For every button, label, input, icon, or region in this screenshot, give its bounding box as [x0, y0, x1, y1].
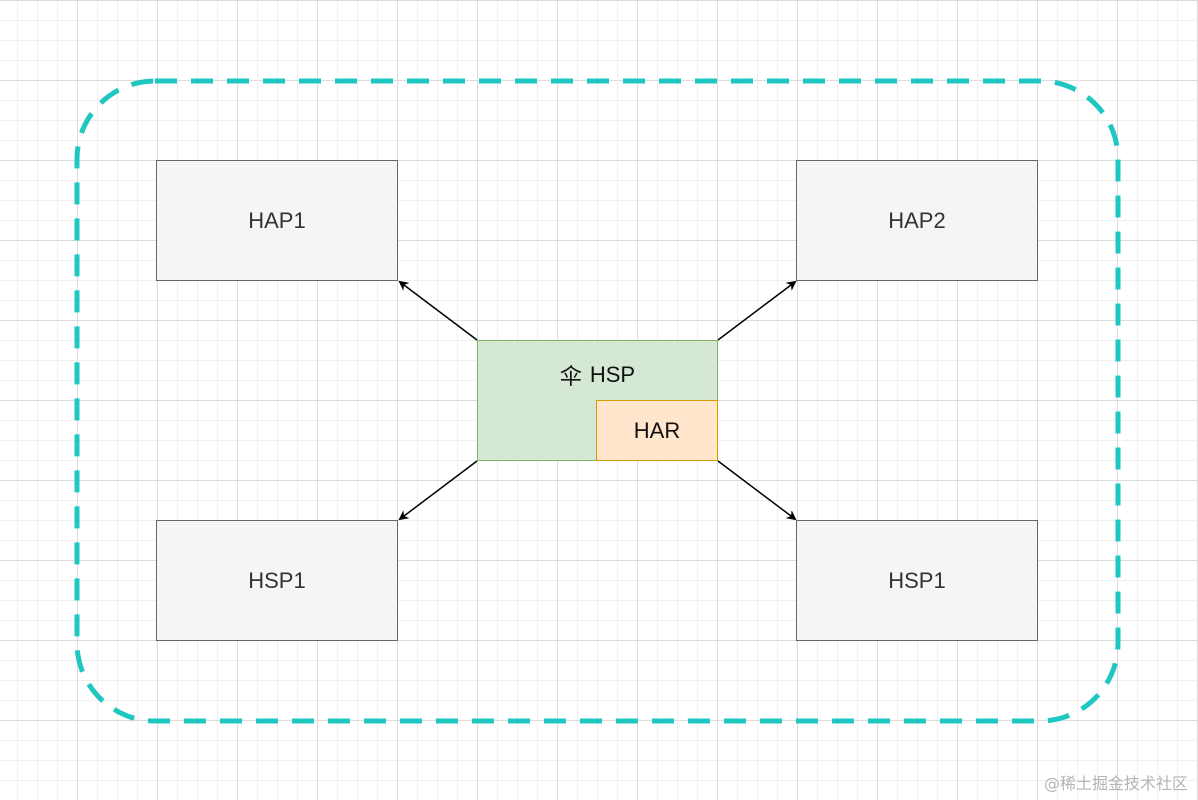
node-hap2[interactable]: HAP2	[796, 160, 1038, 281]
node-hap2-label: HAP2	[888, 207, 946, 233]
node-hsp1-left-label: HSP1	[248, 567, 306, 593]
node-har[interactable]: HAR	[596, 400, 718, 461]
node-hsp1-right-label: HSP1	[888, 567, 946, 593]
node-hap1-label: HAP1	[248, 207, 306, 233]
node-hsp-label: HSP	[589, 362, 636, 387]
node-hap1[interactable]: HAP1	[156, 160, 398, 281]
dashed-boundary	[74, 78, 1121, 724]
arrow-hsp-to-hsp1-right	[717, 460, 797, 521]
arrow-hsp-to-hap2	[717, 280, 797, 341]
arrow-hsp-to-hap1	[398, 280, 478, 341]
node-hsp1-right[interactable]: HSP1	[796, 520, 1038, 641]
arrow-hsp-to-hsp1-left	[398, 460, 478, 521]
node-hsp1-left[interactable]: HSP1	[156, 520, 398, 641]
watermark: @稀土掘金技术社区	[1043, 774, 1188, 793]
node-har-label: HAR	[633, 417, 681, 443]
umbrella-icon: 伞	[559, 364, 582, 389]
node-hsp-title: 伞 HSP	[560, 359, 635, 391]
